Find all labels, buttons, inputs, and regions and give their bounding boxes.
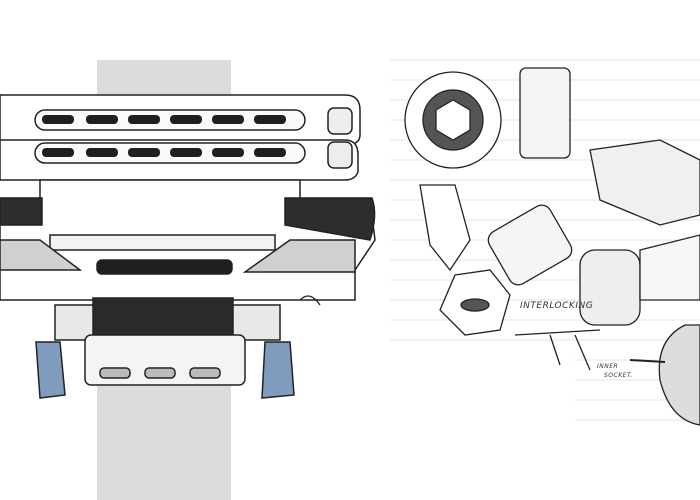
bumper-front-sketch (0, 60, 376, 500)
tow-hook-left (35, 341, 66, 399)
grille-slots (42, 115, 286, 157)
signature-left (299, 295, 321, 306)
signature (514, 329, 601, 371)
tow-hook-right (261, 341, 295, 399)
inner-socket-label-line1: INNER (597, 363, 619, 370)
inner-socket-label-line2: SOCKET. (604, 372, 633, 379)
detail-sketches (299, 59, 700, 426)
interlocking-label: INTERLOCKING (520, 301, 594, 311)
